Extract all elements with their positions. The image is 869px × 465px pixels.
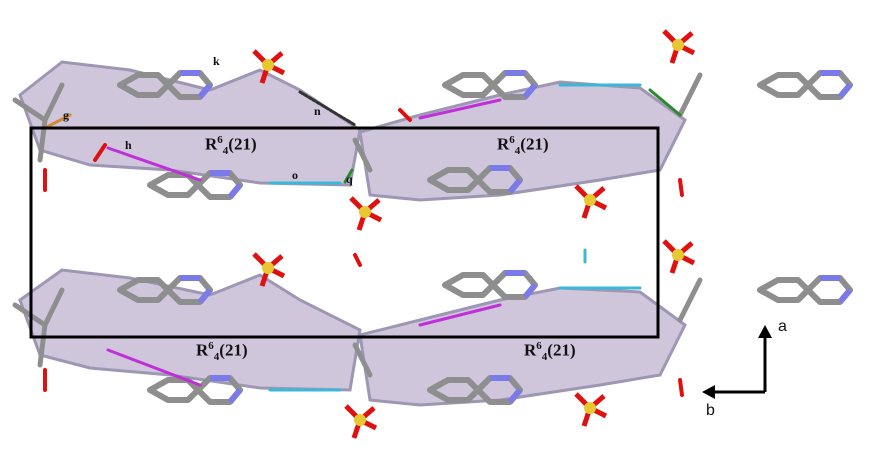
bond-label-g: g bbox=[63, 108, 69, 122]
hbond-magenta-lower-left bbox=[106, 348, 202, 387]
ring-label-tail: (21) bbox=[520, 134, 549, 154]
sulfate-group bbox=[346, 406, 376, 438]
benzimidazole-molecule bbox=[760, 278, 850, 302]
ring-label: R64(21) bbox=[196, 340, 248, 363]
ring-label-superscript: 6 bbox=[208, 340, 214, 352]
ring-regions bbox=[18, 60, 687, 407]
axis-label-b: b bbox=[706, 402, 715, 419]
ring-label-superscript: 6 bbox=[509, 134, 515, 146]
ring-label: R64(21) bbox=[205, 134, 257, 157]
ring-region-bottom-right bbox=[358, 286, 687, 407]
ring-label-base: R bbox=[196, 340, 209, 360]
ring-label-subscript: 4 bbox=[222, 145, 229, 158]
sulfate-group bbox=[576, 394, 606, 426]
hbond-magenta-lower-right bbox=[418, 303, 502, 327]
ring-label-tail: (21) bbox=[219, 340, 248, 360]
ring-label-subscript: 4 bbox=[541, 351, 548, 364]
hbond-q bbox=[343, 168, 354, 184]
unit-cell-box bbox=[29, 126, 660, 339]
ring-label-superscript: 6 bbox=[217, 134, 223, 146]
bond-label-n: n bbox=[314, 104, 321, 118]
axes-indicator bbox=[702, 325, 772, 399]
ring-label-base: R bbox=[205, 134, 218, 154]
hbond-magenta-upper-right bbox=[418, 98, 502, 120]
bond-label-k: k bbox=[213, 54, 220, 68]
ring-label-base: R bbox=[497, 134, 510, 154]
bond-label-q: q bbox=[346, 172, 353, 186]
ring-label: R64(21) bbox=[524, 340, 576, 363]
ring-label-subscript: 4 bbox=[213, 351, 220, 364]
ring-label-superscript: 6 bbox=[536, 340, 542, 352]
hbond-n bbox=[298, 90, 357, 127]
bond-label-o: o bbox=[292, 168, 298, 182]
ring-region-top-left bbox=[18, 60, 362, 187]
benzimidazole-molecule bbox=[445, 273, 535, 297]
ring-label-base: R bbox=[524, 340, 537, 360]
hbond-g bbox=[43, 113, 72, 130]
ring-label-tail: (21) bbox=[547, 340, 576, 360]
ring-label-subscript: 4 bbox=[514, 145, 521, 158]
hydrogen-bonds bbox=[43, 83, 682, 392]
ring-label: R64(21) bbox=[497, 134, 549, 157]
ring-label-tail: (21) bbox=[228, 134, 257, 154]
sulfate-group bbox=[664, 31, 694, 63]
bond-label-h: h bbox=[125, 138, 132, 152]
hbond-green-upper-right bbox=[648, 88, 682, 117]
axis-label-a: a bbox=[778, 318, 787, 335]
hbond-h bbox=[106, 146, 202, 182]
sulfate-group bbox=[664, 241, 694, 273]
sulfate-group bbox=[576, 186, 606, 218]
sulfate-group bbox=[351, 198, 381, 230]
ring-region-bottom-left bbox=[18, 268, 362, 392]
benzimidazole-molecule bbox=[760, 73, 850, 97]
